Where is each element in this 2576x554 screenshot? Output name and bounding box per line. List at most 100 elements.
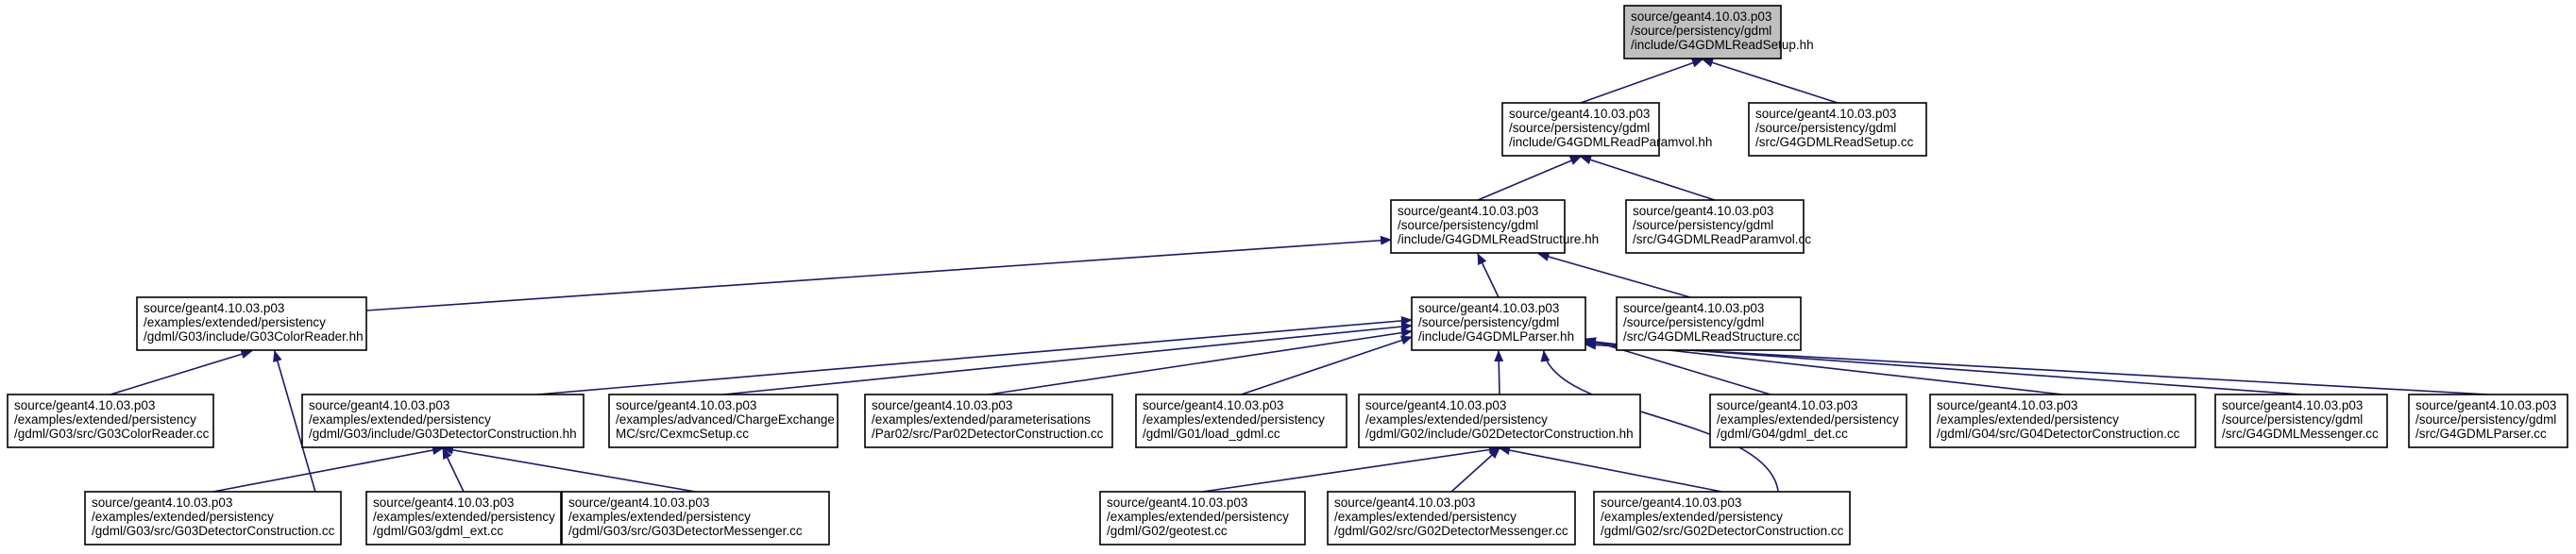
file-node-g4gdmlreadparamvol-cc[interactable]: source/geant4.10.03.p03/source/persisten…	[1625, 199, 1811, 254]
file-node-label-line: /Par02/src/Par02DetectorConstruction.cc	[872, 427, 1104, 441]
file-node-g03detectormessenger-cc[interactable]: source/geant4.10.03.p03/examples/extende…	[561, 491, 830, 546]
file-node-load-gdml-cc[interactable]: source/geant4.10.03.p03/examples/extende…	[1135, 394, 1347, 448]
file-node-g02detectormessenger-cc[interactable]: source/geant4.10.03.p03/examples/extende…	[1327, 491, 1576, 546]
file-node-box	[1929, 394, 2196, 448]
file-node-label-line: /source/persistency/gdml	[2415, 412, 2556, 427]
include-edge	[365, 235, 1392, 311]
file-node-label-line: /examples/extended/persistency	[1143, 412, 1325, 427]
file-node-g4gdmlreadparamvol-hh[interactable]: source/geant4.10.03.p03/source/persisten…	[1501, 102, 1712, 157]
file-node-label-line: /source/persistency/gdml	[1633, 218, 1773, 232]
file-node-label-line: /gdml/G03/include/G03DetectorConstructio…	[309, 427, 577, 441]
file-node-label-line: /source/persistency/gdml	[1398, 218, 1538, 232]
file-node-gdml-det-cc[interactable]: source/geant4.10.03.p03/examples/extende…	[1709, 394, 1907, 448]
file-node-label-line: /gdml/G04/src/G04DetectorConstruction.cc	[1937, 427, 2180, 441]
file-node-g02detectorconstruction-hh[interactable]: source/geant4.10.03.p03/examples/extende…	[1358, 394, 1641, 448]
include-edge	[988, 327, 1413, 395]
file-node-label-line: /gdml/G03/include/G03ColorReader.hh	[144, 329, 364, 344]
file-node-label-line: /examples/extended/persistency	[14, 412, 196, 427]
file-node-label-line: source/geant4.10.03.p03	[1755, 107, 1896, 121]
file-node-par02detectorconstruction-cc[interactable]: source/geant4.10.03.p03/examples/extende…	[864, 394, 1113, 448]
file-node-label-line: /include/G4GDMLParser.hh	[1418, 329, 1574, 344]
file-node-label-line: /gdml/G03/src/G03DetectorMessenger.cc	[568, 524, 803, 538]
file-node-box	[1411, 296, 1586, 351]
include-edge	[1537, 252, 1691, 298]
file-node-label-line: source/geant4.10.03.p03	[616, 398, 756, 412]
include-edge	[1540, 350, 1779, 493]
include-edge	[1450, 447, 1500, 493]
file-node-label-line: source/geant4.10.03.p03	[1601, 495, 1741, 510]
file-node-label-line: /src/G4GDMLParser.cc	[2415, 427, 2547, 441]
file-node-g4gdmlparser-hh[interactable]: source/geant4.10.03.p03/source/persisten…	[1411, 296, 1586, 351]
file-node-box	[1358, 394, 1641, 448]
file-node-label-line: source/geant4.10.03.p03	[1717, 398, 1857, 412]
file-node-label-line: /gdml/G02/include/G02DetectorConstructio…	[1365, 427, 1634, 441]
file-node-label-line: /examples/advanced/ChargeExchange	[616, 412, 835, 427]
file-node-g03detectorconstruction-hh[interactable]: source/geant4.10.03.p03/examples/extende…	[301, 394, 585, 448]
file-node-label-line: /src/G4GDMLReadParamvol.cc	[1633, 232, 1811, 246]
file-node-g04detectorconstruction-cc[interactable]: source/geant4.10.03.p03/examples/extende…	[1929, 394, 2196, 448]
file-node-label-line: /include/G4GDMLReadSetup.hh	[1631, 38, 1814, 52]
file-node-label-line: /source/persistency/gdml	[1509, 121, 1650, 135]
file-node-g03detectorconstruction-cc[interactable]: source/geant4.10.03.p03/examples/extende…	[84, 491, 342, 546]
file-node-label-line: /examples/extended/persistency	[1365, 412, 1548, 427]
include-edge	[1585, 340, 2489, 395]
file-node-label-line: MC/src/CexmcSetup.cc	[616, 427, 749, 441]
file-node-label-line: source/geant4.10.03.p03	[92, 495, 232, 510]
file-node-label-line: /examples/extended/persistency	[1937, 412, 2119, 427]
file-node-box	[1327, 491, 1576, 546]
file-node-label-line: /gdml/G03/src/G03DetectorConstruction.cc	[92, 524, 335, 538]
file-node-label-line: /source/persistency/gdml	[1623, 315, 1764, 329]
file-node-box	[84, 491, 342, 546]
file-node-label-line: /examples/extended/persistency	[309, 412, 491, 427]
file-node-label-line: source/geant4.10.03.p03	[373, 495, 514, 510]
include-edge	[212, 445, 444, 493]
file-node-box	[1099, 491, 1306, 546]
file-node-label-line: /examples/extended/persistency	[92, 510, 274, 524]
file-node-g4gdmlmessenger-cc[interactable]: source/geant4.10.03.p03/source/persisten…	[2214, 394, 2388, 448]
file-node-g4gdmlreadstructure-hh[interactable]: source/geant4.10.03.p03/source/persisten…	[1390, 199, 1599, 254]
file-node-g4gdmlreadstructure-cc[interactable]: source/geant4.10.03.p03/source/persisten…	[1616, 296, 1802, 351]
file-node-label-line: source/geant4.10.03.p03	[1633, 204, 1773, 218]
file-node-label-line: /src/G4GDMLReadSetup.cc	[1755, 135, 1914, 149]
file-node-label-line: /gdml/G02/geotest.cc	[1107, 524, 1228, 538]
file-node-g03colorreader-hh[interactable]: source/geant4.10.03.p03/examples/extende…	[136, 296, 367, 351]
file-node-label-line: /examples/extended/persistency	[568, 510, 751, 524]
file-node-label-line: source/geant4.10.03.p03	[568, 495, 709, 510]
file-node-label-line: /examples/extended/persistency	[1334, 510, 1517, 524]
file-node-label-line: source/geant4.10.03.p03	[1107, 495, 1247, 510]
file-node-box	[1593, 491, 1851, 546]
file-node-label-line: /source/persistency/gdml	[1631, 24, 1771, 38]
file-node-g03colorreader-cc[interactable]: source/geant4.10.03.p03/examples/extende…	[7, 394, 214, 448]
file-node-cexmcsetup-cc[interactable]: source/geant4.10.03.p03/examples/advance…	[608, 394, 839, 448]
file-node-box	[1748, 102, 1927, 157]
file-node-label-line: /gdml/G03/src/G03ColorReader.cc	[14, 427, 210, 441]
file-node-label-line: /gdml/G04/gdml_det.cc	[1717, 427, 1848, 441]
file-node-label-line: /source/persistency/gdml	[2222, 412, 2363, 427]
file-node-label-line: /include/G4GDMLReadStructure.hh	[1398, 232, 1599, 246]
file-node-label-line: source/geant4.10.03.p03	[872, 398, 1012, 412]
file-node-label-line: source/geant4.10.03.p03	[1143, 398, 1283, 412]
file-node-label-line: source/geant4.10.03.p03	[1509, 107, 1650, 121]
file-node-g4gdmlparser-cc[interactable]: source/geant4.10.03.p03/source/persisten…	[2408, 394, 2568, 448]
file-node-label-line: /gdml/G03/gdml_ext.cc	[373, 524, 503, 538]
file-node-g4gdmlreadsetup-hh[interactable]: source/geant4.10.03.p03/source/persisten…	[1623, 5, 1814, 59]
include-edge	[1477, 253, 1500, 298]
file-node-box	[7, 394, 214, 448]
file-node-gdml-ext-cc[interactable]: source/geant4.10.03.p03/examples/extende…	[365, 491, 562, 546]
file-node-g4gdmlreadsetup-cc[interactable]: source/geant4.10.03.p03/source/persisten…	[1748, 102, 1927, 157]
file-node-label-line: source/geant4.10.03.p03	[2415, 398, 2556, 412]
file-node-label-line: source/geant4.10.03.p03	[1623, 301, 1764, 315]
file-node-label-line: /examples/extended/persistency	[1601, 510, 1783, 524]
file-node-box	[1390, 199, 1566, 254]
file-node-box	[1501, 102, 1660, 157]
file-node-g02detectorconstruction-cc[interactable]: source/geant4.10.03.p03/examples/extende…	[1593, 491, 1851, 546]
include-edge	[536, 315, 1413, 395]
file-node-label-line: /src/G4GDMLMessenger.cc	[2222, 427, 2379, 441]
file-node-geotest-cc[interactable]: source/geant4.10.03.p03/examples/extende…	[1099, 491, 1306, 546]
file-node-box	[1616, 296, 1802, 351]
file-node-box	[136, 296, 367, 351]
include-edge	[442, 447, 465, 493]
file-node-box	[301, 394, 585, 448]
file-node-label-line: /examples/extended/parameterisations	[872, 412, 1091, 427]
